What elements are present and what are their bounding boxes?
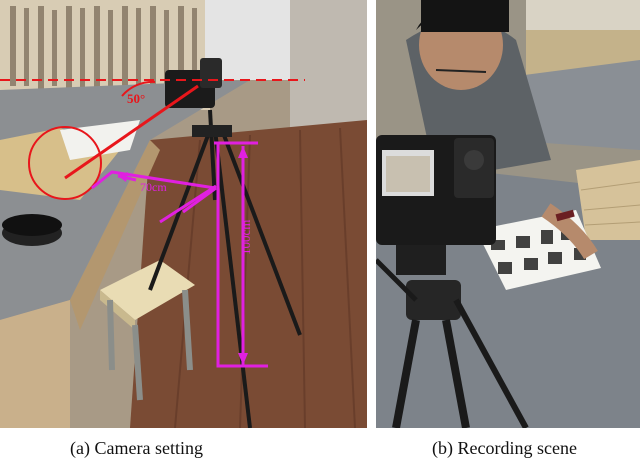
measurement-lines [91,141,268,368]
calligraphy-wall [10,6,197,90]
tripod [376,245,529,428]
angle-marker [0,79,305,200]
distance-label: 70cm [140,180,167,194]
photo-recording-scene [376,0,640,428]
camera [376,135,496,245]
stool [100,260,195,320]
camera-setting-scene: 50° 70cm 100cm [0,0,367,428]
angle-label: 50° [127,91,145,106]
caption-a: (a) Camera setting [70,438,203,458]
photo-camera-setting: 50° 70cm 100cm [0,0,367,428]
recording-scene [376,0,640,428]
caption-b: (b) Recording scene [432,438,577,458]
height-label: 100cm [238,220,253,255]
